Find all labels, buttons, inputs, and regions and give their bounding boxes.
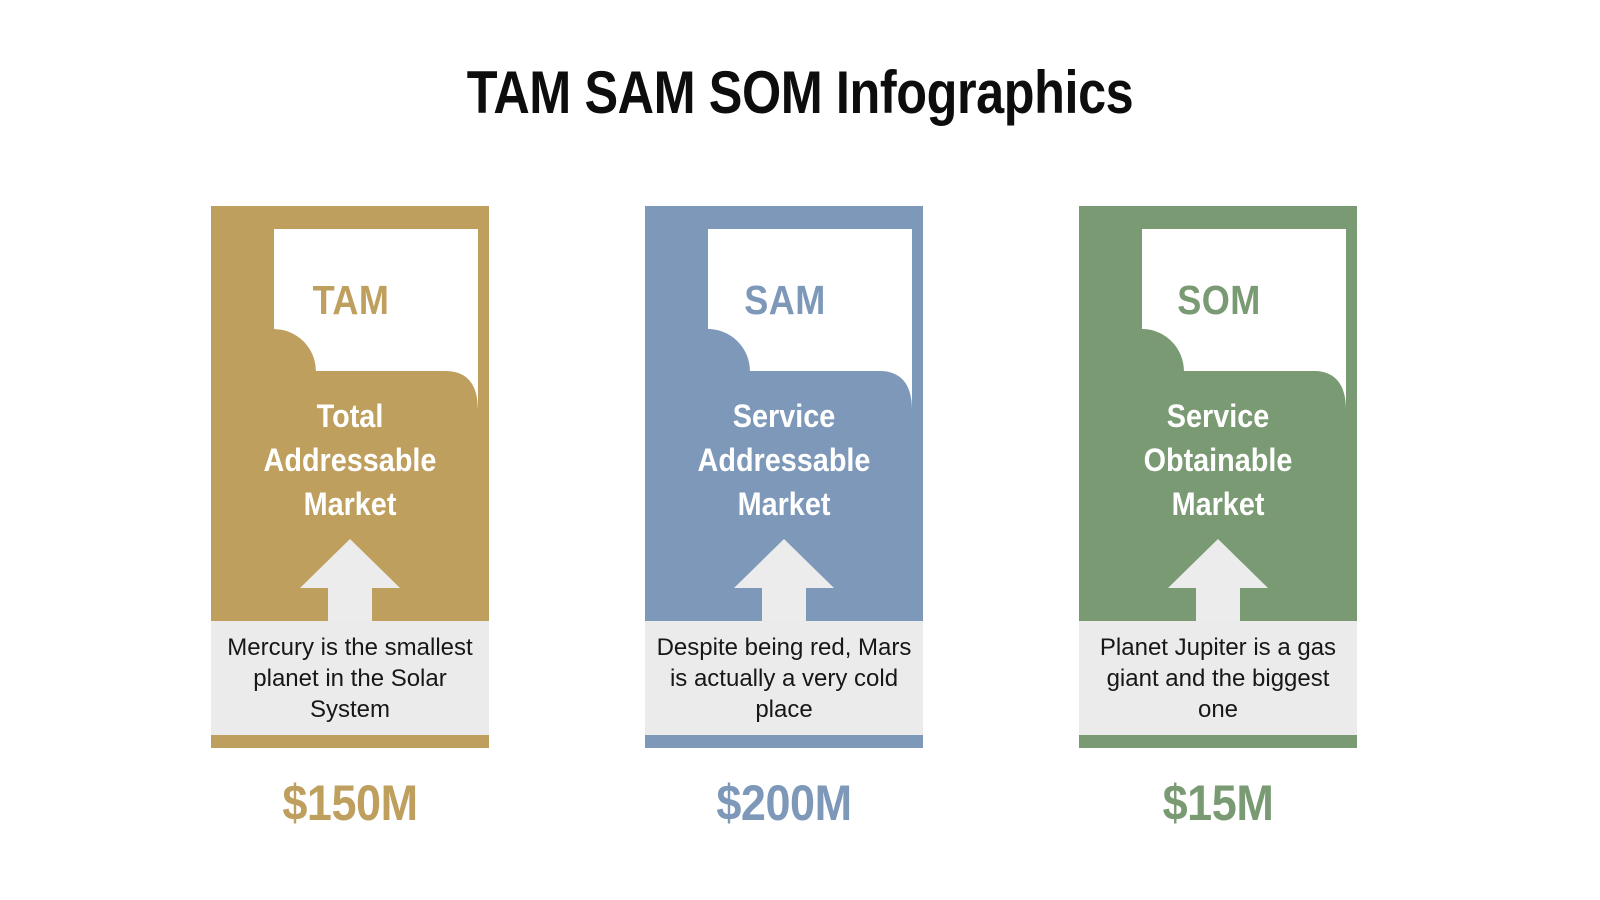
card-title-line: Market bbox=[1171, 486, 1265, 522]
card-title-line: Total bbox=[316, 398, 384, 434]
badge-label-tam: TAM bbox=[312, 276, 390, 323]
speech-bubble-icon bbox=[274, 229, 478, 410]
bottom-bar-tam bbox=[211, 735, 489, 748]
price-sam: $200M bbox=[716, 775, 852, 831]
price-tam: $150M bbox=[282, 775, 418, 831]
speech-bubble-icon bbox=[708, 229, 912, 410]
card-title-line: Service bbox=[1166, 398, 1270, 434]
bottom-bar-som bbox=[1079, 735, 1357, 748]
description-text-som: Planet Jupiter is a gas giant and the bi… bbox=[1099, 633, 1337, 723]
badge-label-sam: SAM bbox=[744, 276, 826, 323]
description-block-sam: Despite being red, Mars is actually a ve… bbox=[645, 621, 923, 735]
up-arrow-icon-som bbox=[1168, 539, 1268, 621]
speech-bubble-som: SOM bbox=[1124, 229, 1346, 410]
description-block-som: Planet Jupiter is a gas giant and the bi… bbox=[1079, 621, 1357, 735]
description-text-tam: Mercury is the smallest planet in the So… bbox=[227, 633, 473, 723]
badge-label-som: SOM bbox=[1177, 276, 1261, 323]
card-title-line: Addressable bbox=[697, 442, 871, 478]
page-title: TAM SAM SOM Infographics bbox=[466, 59, 1134, 126]
card-title-line: Service bbox=[732, 398, 836, 434]
card-title-line: Addressable bbox=[263, 442, 437, 478]
price-som: $15M bbox=[1162, 775, 1274, 831]
description-text-sam: Despite being red, Mars is actually a ve… bbox=[656, 633, 912, 723]
card-title-line: Market bbox=[737, 486, 831, 522]
speech-bubble-sam: SAM bbox=[690, 229, 912, 410]
card-title-line: Market bbox=[303, 486, 397, 522]
speech-bubble-tam: TAM bbox=[256, 229, 478, 410]
speech-bubble-icon bbox=[1142, 229, 1346, 410]
up-arrow-icon-sam bbox=[734, 539, 834, 621]
up-arrow-icon-tam bbox=[300, 539, 400, 621]
card-title-line: Obtainable bbox=[1143, 442, 1293, 478]
description-block-tam: Mercury is the smallest planet in the So… bbox=[211, 621, 489, 735]
bottom-bar-sam bbox=[645, 735, 923, 748]
